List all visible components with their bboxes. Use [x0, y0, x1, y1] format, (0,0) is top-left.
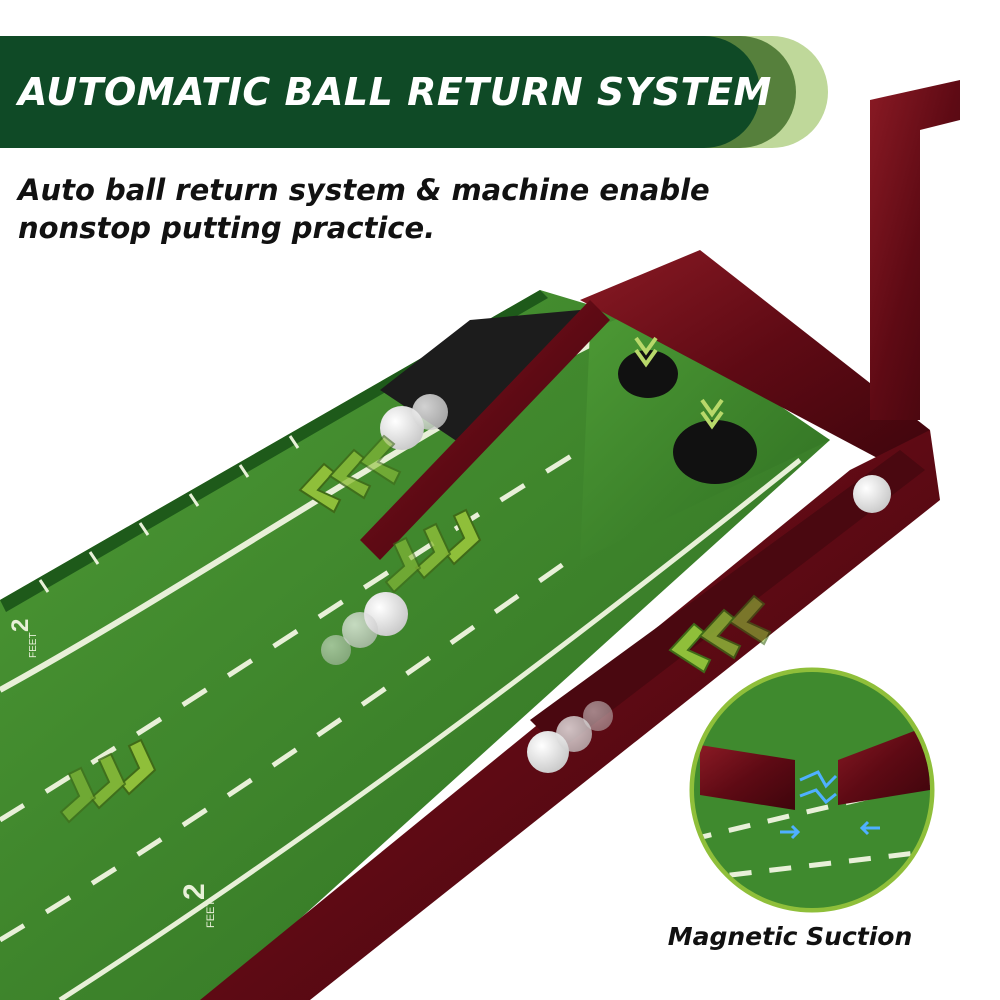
banner-title: AUTOMATIC BALL RETURN SYSTEM	[18, 70, 772, 114]
distance-unit-left: FEET	[28, 632, 39, 658]
wooden-frame	[200, 80, 960, 1000]
distance-unit-bottom: FEET	[205, 900, 217, 928]
chevron-arrows-icon	[59, 336, 772, 824]
rail-segment-left	[700, 745, 795, 810]
hole-green	[580, 310, 830, 560]
subtitle-line-1: Auto ball return system & machine enable	[18, 173, 710, 207]
subtitle: Auto ball return system & machine enable…	[18, 172, 738, 247]
inset-caption: Magnetic Suction	[667, 922, 913, 951]
rail-segment-right	[838, 725, 930, 805]
putter-stand	[870, 80, 960, 420]
distance-marker-bottom: 2	[178, 883, 211, 900]
golf-ball-icon	[321, 394, 891, 773]
cup-hole-large	[673, 420, 757, 484]
magnet-flow-icon	[780, 770, 880, 840]
title-banner: AUTOMATIC BALL RETURN SYSTEM	[0, 36, 771, 148]
magnetic-suction-inset	[689, 667, 935, 913]
distance-marker-left: 2	[7, 619, 34, 632]
subtitle-line-2: nonstop putting practice.	[18, 210, 436, 245]
cup-hole-small	[618, 350, 678, 398]
